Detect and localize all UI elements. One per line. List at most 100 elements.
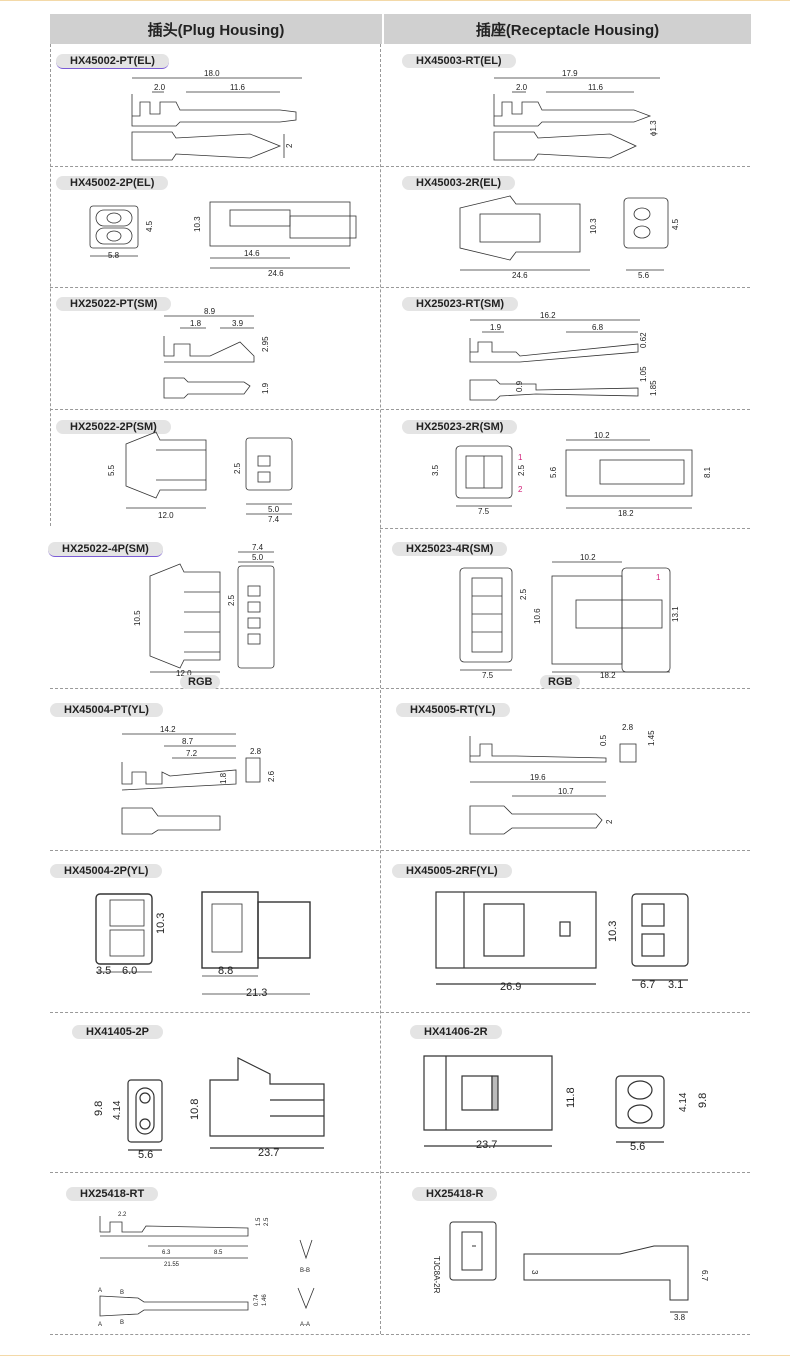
dim-label: 5.6 <box>638 271 650 280</box>
dim-label: 1.5 <box>256 1217 262 1226</box>
dim-label: 18.2 <box>618 509 634 518</box>
dim-label: 3.1 <box>668 979 683 991</box>
dim-label: 3.8 <box>674 1313 686 1322</box>
dim-label: 7.5 <box>482 671 494 680</box>
dim-label: 6.8 <box>592 323 604 332</box>
dim-label: 3.9 <box>232 319 244 328</box>
dim-label: 7.4 <box>252 543 264 552</box>
dim-label: 3.5 <box>431 464 440 476</box>
dim-label: 2.8 <box>250 747 262 756</box>
dim-label: 1.9 <box>490 323 502 332</box>
part-label-hx25418-r: HX25418-R <box>412 1187 498 1201</box>
dim-label: 21.55 <box>164 1262 180 1268</box>
dim-label: 6.7 <box>640 979 655 991</box>
drawing-hx41405-2p: 9.8 4.14 5.6 10.8 23.7 <box>93 1057 325 1161</box>
dim-label: 23.7 <box>476 1139 497 1151</box>
dim-label: 1.9 <box>261 382 270 394</box>
row-divider <box>50 688 750 689</box>
part-label-hx45002-2p: HX45002-2P(EL) <box>56 176 169 190</box>
dim-label: 12.0 <box>176 669 192 678</box>
dim-label: 2 <box>285 143 294 148</box>
row-divider <box>50 850 750 851</box>
dim-label: 10.3 <box>607 921 619 942</box>
dim-label: 14.2 <box>160 725 176 734</box>
part-label-hx25022-pt: HX25022-PT(SM) <box>56 297 172 311</box>
dim-label: 5.6 <box>138 1149 153 1161</box>
part-label-hx45005-rt: HX45005-RT(YL) <box>396 703 510 717</box>
dim-label: 7.4 <box>268 515 280 524</box>
drawing-hx25418-rt: 2.2 1.5 2.5 6.3 8.5 21.55 0.74 1.46 B-B … <box>98 1212 315 1328</box>
row-divider <box>50 287 750 288</box>
dim-label: B <box>120 1290 124 1296</box>
dim-label: 10.3 <box>155 913 167 934</box>
dim-label: 8.1 <box>703 466 712 478</box>
left-edge-divider <box>50 44 51 526</box>
dim-label: 4.5 <box>671 218 680 230</box>
dim-label: A <box>98 1322 102 1328</box>
dim-label: 18.2 <box>600 671 616 680</box>
dim-label: 10.5 <box>133 610 142 626</box>
dim-label: 1.05 <box>639 366 648 382</box>
dim-label: 19.6 <box>530 773 546 782</box>
dim-label: 9.8 <box>93 1101 105 1116</box>
dim-label: 5.8 <box>108 251 120 260</box>
dim-label: 14.6 <box>244 249 260 258</box>
pin-number: 1 <box>518 453 523 462</box>
dim-label: ϕ1.3 <box>649 120 658 136</box>
drawing-hx25022-2p: 5.5 12.0 2.5 5.0 7.4 <box>107 431 293 524</box>
drawing-hx45003-2r: 10.3 24.6 4.5 5.6 <box>459 195 680 280</box>
dim-label: 8.8 <box>218 965 233 977</box>
drawing-hx45004-pt: 14.2 8.7 7.2 1.8 2.8 2.6 <box>121 725 276 835</box>
part-label-hx45005-2rf: HX45005-2RF(YL) <box>392 864 512 878</box>
row-divider <box>50 1334 750 1335</box>
dim-label: 1.45 <box>647 730 656 746</box>
dim-label: 2.6 <box>267 770 276 782</box>
dim-label: 2.2 <box>118 1212 127 1218</box>
row-divider <box>50 166 750 167</box>
dim-label: 10.3 <box>589 218 598 234</box>
drawing-hx25023-rt: 16.2 1.9 6.8 0.62 1.05 1.85 0.9 <box>469 311 658 401</box>
dim-label: 24.6 <box>268 269 284 278</box>
rgb-label: RGB <box>540 675 581 689</box>
part-label-hx25022-2p: HX25022-2P(SM) <box>56 420 171 434</box>
dim-label: 8.5 <box>214 1250 223 1256</box>
dim-label: 4.14 <box>112 1100 123 1120</box>
part-label-hx41406-2r: HX41406-2R <box>410 1025 502 1039</box>
dim-label: 5.6 <box>549 466 558 478</box>
drawing-hx25418-r: TJC8A-2R 3 6.7 3.8 <box>432 1221 709 1322</box>
dim-label: 10.7 <box>558 787 574 796</box>
dim-label: 3 <box>530 1270 539 1275</box>
pin-number: 2 <box>518 485 523 494</box>
dim-label: 10.2 <box>580 553 596 562</box>
receptacle-housing-header: 插座(Receptacle Housing) <box>384 14 751 44</box>
dim-label: 5.0 <box>268 505 280 514</box>
dim-label: 1.8 <box>219 772 228 784</box>
part-label-hx45003-2r: HX45003-2R(EL) <box>402 176 515 190</box>
dim-label: 0.62 <box>639 332 648 348</box>
dim-label: 23.7 <box>258 1147 279 1159</box>
dim-label: 6.3 <box>162 1250 171 1256</box>
part-label-hx25023-rt: HX25023-RT(SM) <box>402 297 519 311</box>
part-label-hx25418-rt: HX25418-RT <box>66 1187 159 1201</box>
dim-label: 13.1 <box>671 606 680 622</box>
dim-label: 0.9 <box>515 380 524 392</box>
dim-label: 2.95 <box>261 336 270 352</box>
rgb-label: RGB <box>180 675 221 689</box>
part-label-hx45004-pt: HX45004-PT(YL) <box>50 703 163 717</box>
dim-label: 11.8 <box>565 1087 577 1108</box>
dim-label: 2.8 <box>622 723 634 732</box>
dim-label: 2.5 <box>227 594 236 606</box>
dim-label: 10.6 <box>533 608 542 624</box>
drawing-hx25022-4p: 7.4 5.0 2.5 10.5 12.0 <box>133 543 275 678</box>
dim-label: 3.5 <box>96 965 111 977</box>
dim-label: 1.46 <box>262 1294 268 1306</box>
dim-label: 2.5 <box>233 462 242 474</box>
dim-label: A-A <box>300 1322 310 1328</box>
drawing-hx45004-2p: 10.3 3.5 6.0 8.8 21.3 <box>95 891 311 999</box>
drawing-hx25023-4r: 10.2 2.5 10.6 13.1 7.5 18.2 1 <box>459 553 680 680</box>
dim-label: A <box>98 1288 102 1294</box>
dim-label: 5.5 <box>107 464 116 476</box>
part-label-hx45003-rt: HX45003-RT(EL) <box>402 54 516 68</box>
part-label-hx45002-pt: HX45002-PT(EL) <box>56 54 169 69</box>
column-divider <box>380 44 381 1334</box>
